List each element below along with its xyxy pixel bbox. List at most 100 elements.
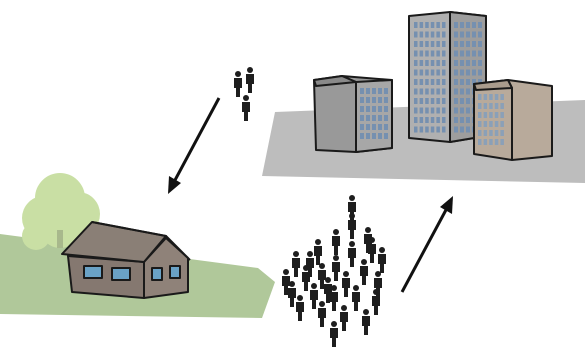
building-window (478, 31, 482, 38)
building-window (454, 98, 458, 104)
building-window (454, 79, 458, 85)
building-window (500, 112, 504, 118)
building-window (425, 107, 429, 114)
building-window (425, 117, 429, 123)
building-window (466, 98, 470, 104)
building-window (478, 121, 482, 127)
building-window (472, 79, 476, 85)
building-window (372, 124, 376, 130)
person-icon (378, 247, 386, 273)
office-building-right (473, 79, 553, 161)
building-window (460, 31, 464, 38)
building-window (442, 126, 446, 133)
building-window (466, 88, 470, 95)
building-window (460, 69, 464, 76)
building-window (478, 103, 482, 109)
person-icon (348, 195, 356, 221)
building-window (425, 98, 429, 104)
building-window (425, 126, 429, 133)
building-window (430, 98, 435, 104)
building-window (414, 88, 418, 95)
building-window (442, 107, 446, 114)
building-window (378, 97, 382, 103)
building-window (466, 60, 470, 66)
building-window (460, 79, 464, 85)
building-window (472, 41, 476, 47)
person-icon (340, 305, 348, 331)
building-window (454, 69, 458, 76)
building-window (442, 117, 446, 123)
building-window (454, 31, 458, 38)
building-window (436, 69, 440, 76)
building-window (436, 79, 440, 85)
building-window (436, 22, 440, 28)
person-icon (296, 295, 304, 321)
building-window (478, 50, 482, 57)
building-window (414, 117, 418, 123)
building-window (430, 117, 435, 123)
building-window (378, 124, 382, 130)
building-window (414, 22, 418, 28)
building-window (419, 79, 424, 85)
building-window (366, 97, 370, 103)
building-window (378, 115, 382, 121)
building-window (419, 22, 424, 28)
building-window (478, 60, 482, 66)
building-window (419, 50, 424, 57)
building-window (436, 98, 440, 104)
building-window (414, 107, 418, 114)
arrow-to-city (400, 196, 453, 293)
building-window (430, 60, 435, 66)
building-window (466, 22, 470, 28)
building-window (478, 41, 482, 47)
building-window (442, 22, 446, 28)
building-window (472, 69, 476, 76)
building-window (494, 112, 499, 118)
building-window (472, 50, 476, 57)
building-window (436, 41, 440, 47)
building-window (483, 139, 488, 145)
building-window (419, 126, 424, 133)
building-window (425, 69, 429, 76)
building-window (472, 22, 476, 28)
building-window (430, 79, 435, 85)
building-window (489, 130, 493, 136)
building-window (419, 107, 424, 114)
person-icon (330, 285, 338, 311)
building-window (360, 124, 364, 130)
building-window (500, 139, 504, 145)
building-window (436, 107, 440, 114)
building-window (442, 50, 446, 57)
person-icon (292, 251, 300, 277)
building-window (454, 117, 458, 123)
building-window (478, 69, 482, 76)
person-icon (282, 269, 290, 295)
person-icon (246, 67, 254, 93)
building-window (430, 22, 435, 28)
building-window (460, 98, 464, 104)
building-window (478, 79, 482, 85)
building-window (419, 69, 424, 76)
arrow-to-rural (168, 97, 221, 194)
building-window (489, 139, 493, 145)
building-window (478, 94, 482, 100)
building-window (442, 41, 446, 47)
person-icon (362, 309, 370, 335)
building-window (419, 31, 424, 38)
building-window (436, 126, 440, 133)
building-window (489, 94, 493, 100)
building-window (483, 112, 488, 118)
building-window (414, 41, 418, 47)
building-window (436, 31, 440, 38)
building-window (425, 41, 429, 47)
building-window (425, 88, 429, 95)
building-window (460, 22, 464, 28)
person-icon (330, 321, 338, 347)
building-window (360, 88, 364, 94)
building-window (436, 50, 440, 57)
building-window (366, 133, 370, 139)
building-window (454, 41, 458, 47)
person-icon (310, 283, 318, 309)
person-icon (242, 95, 250, 121)
building-window (460, 126, 464, 133)
